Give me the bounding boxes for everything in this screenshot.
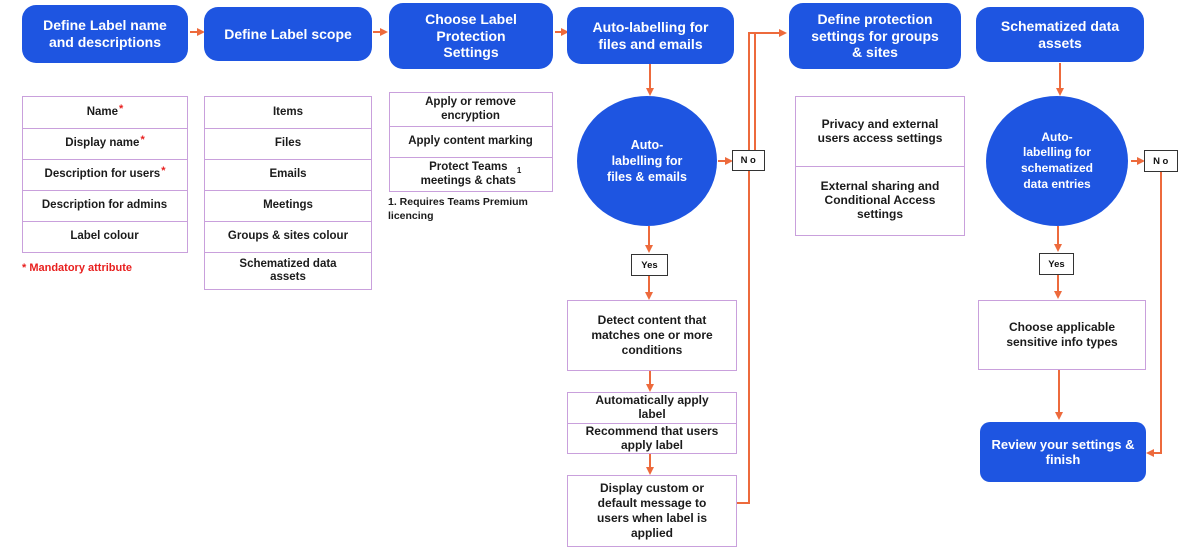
arrowhead-review — [1054, 412, 1063, 420]
teams-premium-footnote: 1. Requires Teams Premium licencing — [388, 196, 528, 222]
connector-stage6-circle2 — [1059, 63, 1061, 89]
arrowhead-yes1 — [644, 245, 653, 253]
scope-emails: Emails — [205, 159, 371, 190]
stage-protection-settings: Choose Label Protection Settings — [389, 3, 553, 69]
stage-schematized-assets: Schematized data assets — [976, 7, 1144, 62]
mandatory-star: * — [161, 165, 166, 178]
privacy-settings-cell: Privacy and external users access settin… — [817, 116, 943, 145]
connector-return-stage5 — [748, 32, 780, 34]
review-finish-box: Review your settings & finish — [980, 422, 1146, 482]
mandatory-attribute-note: * Mandatory attribute — [22, 262, 133, 274]
label-attributes-list: Name* Display name* Description for user… — [22, 96, 188, 253]
setting-content-marking: Apply content marking — [390, 126, 552, 157]
attribute-display-name: Display name* — [23, 128, 187, 159]
arrowhead-no2 — [1137, 156, 1145, 165]
label-scope-list: Items Files Emails Meetings Groups & sit… — [204, 96, 372, 290]
connector-display-return-up — [748, 33, 750, 503]
arrowhead-apply — [645, 384, 654, 392]
connector-stage4-circle1 — [649, 64, 651, 89]
arrowhead-display — [645, 467, 654, 475]
stage-define-scope: Define Label scope — [204, 7, 372, 61]
arrowhead-choose — [1053, 291, 1062, 299]
connector-detect-apply — [649, 371, 651, 385]
connector-yes2-choose — [1057, 275, 1059, 292]
arrowhead-stage4 — [561, 27, 569, 36]
scope-groups-sites: Groups & sites colour — [205, 221, 371, 252]
connector-apply-display — [649, 454, 651, 468]
option-recommend: Recommend that users apply label — [568, 423, 736, 453]
attribute-description-admins: Description for admins — [23, 190, 187, 221]
setting-encryption: Apply or remove encryption — [425, 96, 516, 122]
connector-stage3-stage4 — [555, 31, 563, 33]
connector-display-return-out — [737, 502, 750, 504]
connector-no1-up — [754, 33, 756, 151]
option-auto-apply: Automatically apply label — [595, 393, 709, 421]
connector-circle2-yes2 — [1057, 226, 1059, 245]
stage-define-name: Define Label name and descriptions — [22, 5, 188, 63]
arrowhead-yes2 — [1053, 244, 1062, 252]
no-box-schema: No — [1144, 150, 1178, 172]
connector-stage1-stage2 — [190, 31, 199, 33]
stage-autolabel-files: Auto-labelling for files and emails — [567, 7, 734, 64]
scope-items: Items — [272, 105, 304, 118]
scope-schematized: Schematized data assets — [205, 252, 371, 289]
arrowhead-stage5 — [779, 28, 787, 37]
arrowhead-detect — [644, 292, 653, 300]
scope-meetings: Meetings — [205, 190, 371, 221]
arrowhead-stage3 — [380, 27, 388, 36]
protection-settings-list: Apply or remove encryption Apply content… — [389, 92, 553, 192]
connector-no2-down — [1160, 172, 1162, 453]
decision-circle-schema: Auto- labelling for schematized data ent… — [986, 96, 1128, 226]
no-box-files: No — [732, 150, 765, 171]
yes-box-files: Yes — [631, 254, 668, 276]
external-sharing-cell: External sharing and Conditional Access … — [796, 166, 964, 235]
connector-circle1-no1 — [718, 160, 727, 162]
arrowhead-no1 — [725, 156, 733, 165]
stage-groups-sites: Define protection settings for groups & … — [789, 3, 961, 69]
detect-content-box: Detect content that matches one or more … — [567, 300, 737, 371]
yes-box-schema: Yes — [1039, 253, 1074, 275]
attribute-label-colour: Label colour — [23, 221, 187, 252]
scope-files: Files — [205, 128, 371, 159]
connector-yes1-detect — [648, 276, 650, 293]
decision-circle-files: Auto- labelling for files & emails — [577, 96, 717, 226]
connector-no2-review — [1153, 452, 1162, 454]
connector-stage2-stage3 — [373, 31, 382, 33]
mandatory-star: * — [140, 134, 145, 147]
connector-circle2-no2 — [1131, 160, 1139, 162]
arrowhead-review-side — [1146, 448, 1154, 457]
arrowhead-circle2 — [1055, 88, 1064, 96]
groups-settings-list: Privacy and external users access settin… — [795, 96, 965, 236]
choose-info-types-box: Choose applicable sensitive info types — [978, 300, 1146, 370]
attribute-name: Name* — [86, 102, 124, 118]
apply-options-list: Automatically apply label Recommend that… — [567, 392, 737, 454]
connector-choose-review — [1058, 370, 1060, 413]
attribute-description-users: Description for users* — [23, 159, 187, 190]
mandatory-star: * — [119, 102, 124, 115]
display-message-box: Display custom or default message to use… — [567, 475, 737, 547]
arrowhead-stage2 — [197, 27, 205, 36]
footnote-ref: 1 — [516, 165, 522, 175]
arrowhead-circle1 — [645, 88, 654, 96]
connector-circle1-yes1 — [648, 226, 650, 246]
